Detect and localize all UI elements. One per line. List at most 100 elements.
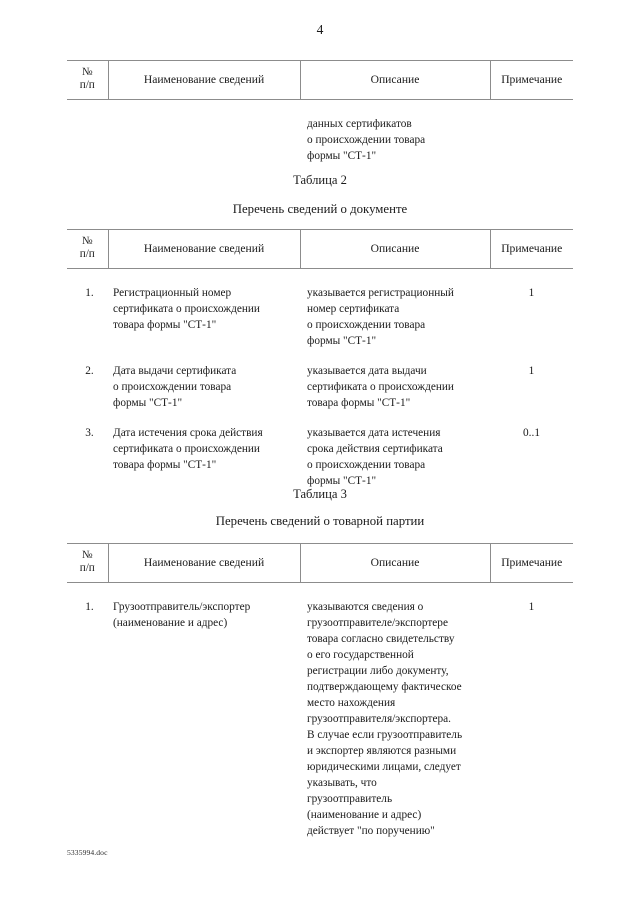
spacer-cell [300,99,490,116]
spacer-cell [108,268,300,285]
description-line: (наименование и адрес) [307,809,422,822]
row-description: данных сертификатов о происхождении това… [300,116,490,164]
description-line: о происхождении товара [307,318,426,331]
column-header-note: Примечание [490,229,573,269]
name-line: товара формы "СТ-1" [113,318,217,331]
description-line: регистрации либо документу, [307,665,449,677]
column-header-number-line1: № [81,549,93,561]
column-header-number-line2: п/п [79,248,95,261]
description-line: номер сертификата [307,302,400,315]
column-header-description: Описание [300,60,491,100]
spacer-cell [67,268,108,285]
table-gap-row [67,349,573,363]
spacer-cell [490,582,573,599]
spacer-cell [108,99,300,116]
description-line: формы "СТ-1" [307,149,377,162]
row-note: 1 [528,286,535,299]
column-header-number-line2: п/п [79,79,95,92]
name-line: формы "СТ-1" [113,397,183,410]
row-name: Грузоотправитель/экспортер (наименование… [108,599,300,839]
table2-subtitle: Перечень сведений о документе [232,202,408,216]
table-spacer-row [67,99,573,116]
name-line: товара формы "СТ-1" [113,459,217,472]
gap-cell [490,349,573,363]
name-line: Дата истечения срока действия [113,427,263,440]
spacer-cell [67,582,108,599]
description-line: о его государственной [307,648,414,661]
name-line: Грузоотправитель/экспортер [113,600,251,613]
description-line: указывается регистрационный [307,286,454,299]
description-line: грузоотправителя/экспортера. [307,713,451,726]
description-line: данных сертификатов [307,117,412,130]
row-name: Дата выдачи сертификата о происхождении … [108,363,300,411]
table-row: 2. Дата выдачи сертификата о происхожден… [67,363,573,411]
row-name [108,116,300,164]
row-description: указывается дата выдачи сертификата о пр… [300,363,490,411]
table3-caption: Таблица 3 [293,487,347,501]
table-gap-row [67,411,573,425]
column-header-number-line1: № [81,66,93,78]
row-number: 1. [85,600,94,613]
description-line: В случае если грузоотправитель [307,729,463,742]
row-note [490,116,573,164]
gap-cell [67,349,108,363]
description-line: указываются сведения о [307,600,424,613]
name-line: сертификата о происхождении [113,443,260,456]
description-line: сертификата о происхождении [307,381,454,394]
gap-cell [108,349,300,363]
column-header-number-line1: № [81,235,93,247]
table2-caption: Таблица 2 [293,173,347,187]
name-line: Регистрационный номер [113,286,232,299]
description-line: место нахождения [307,697,396,710]
column-header-note: Примечание [490,60,573,100]
gap-cell [108,411,300,425]
description-line: срока действия сертификата [307,443,443,456]
row-description: указывается регистрационный номер сертиф… [300,285,490,349]
description-line: и экспортер являются разными [307,745,457,758]
table-row: 1. Регистрационный номер сертификата о п… [67,285,573,349]
spacer-cell [490,99,573,116]
description-line: действует "по поручению" [307,825,435,838]
description-line: о происхождении товара [307,459,426,472]
name-line: (наименование и адрес) [113,616,228,629]
table-header-row: № п/п Наименование сведений Описание При… [67,543,573,583]
row-note: 0..1 [523,427,540,440]
description-line: указывать, что [307,777,377,790]
row-note: 1 [528,365,535,377]
table3: № п/п Наименование сведений Описание При… [67,543,573,839]
column-header-name: Наименование сведений [108,229,301,269]
column-header-number: № п/п [67,543,109,583]
row-number: 2. [85,365,94,377]
table-row: 3. Дата истечения срока действия сертифи… [67,425,573,489]
column-header-number: № п/п [67,60,109,100]
table2: № п/п Наименование сведений Описание При… [67,229,573,489]
row-number: 1. [85,286,94,299]
description-line: товара согласно свидетельству [307,632,455,645]
row-description: указывается дата истечения срока действи… [300,425,490,489]
table-spacer-row [67,268,573,285]
description-line: товара формы "СТ-1" [307,397,411,410]
description-line: формы "СТ-1" [307,475,377,488]
column-header-description: Описание [300,543,491,583]
spacer-cell [300,582,490,599]
name-line: о происхождении товара [113,381,232,394]
column-header-name: Наименование сведений [108,60,301,100]
gap-cell [300,411,490,425]
description-line: грузоотправителе/экспортере [307,616,448,629]
table-continued: № п/п Наименование сведений Описание При… [67,60,573,164]
column-header-number-line2: п/п [79,562,95,575]
page-number: 4 [316,22,324,37]
description-line: формы "СТ-1" [307,334,377,347]
spacer-cell [490,268,573,285]
name-line: сертификата о происхождении [113,302,260,315]
spacer-cell [67,99,108,116]
row-number [67,116,108,164]
description-line: указывается дата истечения [307,427,441,440]
row-note: 1 [528,600,535,613]
description-line: грузоотправитель [307,793,393,806]
table-spacer-row [67,582,573,599]
row-description: указываются сведения о грузоотправителе/… [300,599,490,839]
table-row: 1. Грузоотправитель/экспортер (наименова… [67,599,573,839]
row-name: Дата истечения срока действия сертификат… [108,425,300,489]
